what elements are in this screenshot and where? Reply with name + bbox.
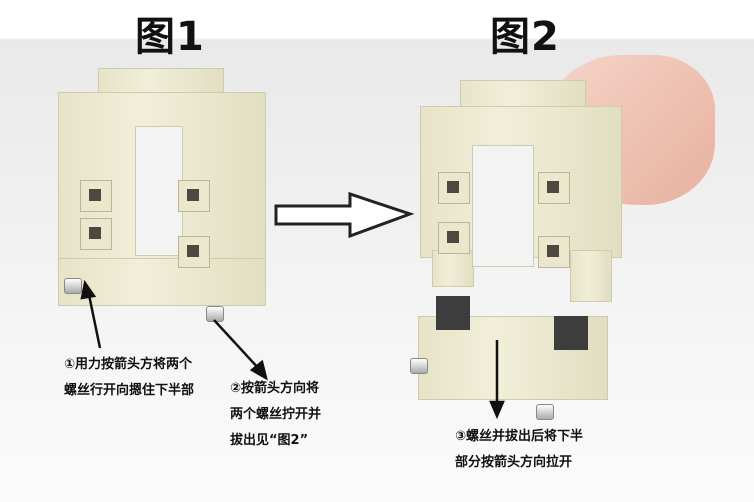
step-2-caption: ②按箭头方向将 两个螺丝拧开并 拔出见“图2”: [230, 376, 321, 454]
step-1-caption: ①用力按箭头方将两个 螺丝行开向摁住下半部: [64, 352, 194, 404]
step-1-line-2: 螺丝行开向摁住下半部: [64, 383, 195, 398]
step-2-line-3: 拔出见“图2”: [230, 433, 309, 448]
step-3-line-1: ③螺丝并拔出后将下半: [455, 429, 584, 444]
figure-2-title: 图2: [490, 14, 560, 60]
big-right-arrow-icon: [274, 191, 415, 239]
step-3-caption: ③螺丝并拔出后将下半 部分按箭头方向拉开: [455, 424, 583, 476]
step-3-line-2: 部分按箭头方向拉开: [455, 455, 573, 470]
figure-1-title: 图1: [135, 14, 205, 60]
step-2-line-2: 两个螺丝拧开并: [230, 407, 322, 422]
step-2-line-1: ②按箭头方向将: [230, 381, 320, 396]
step-1-line-1: ①用力按箭头方将两个: [64, 357, 193, 372]
